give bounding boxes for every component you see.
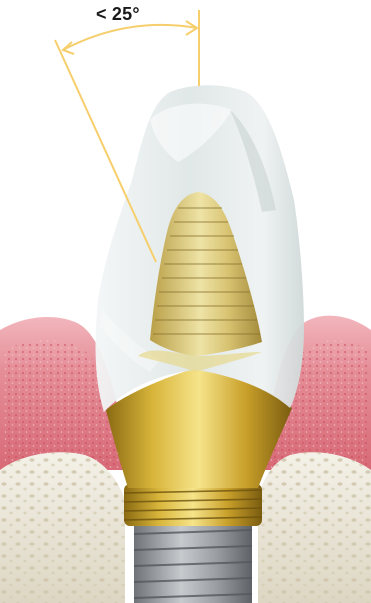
abutment-collar <box>124 484 262 526</box>
implant-fixture <box>134 520 252 603</box>
angle-label: < 25° <box>96 4 140 25</box>
angle-arc <box>63 25 197 50</box>
